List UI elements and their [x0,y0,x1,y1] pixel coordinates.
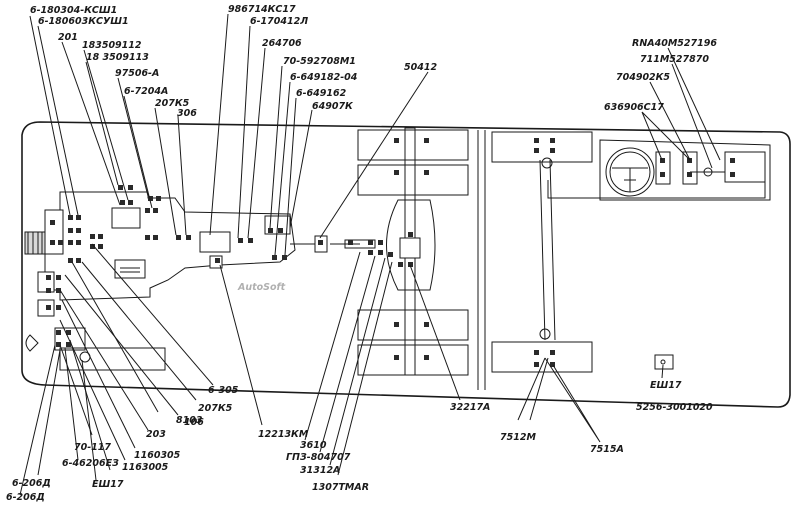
label: 31312А [300,465,340,476]
label: 32217А [450,402,490,413]
label: 64907К [312,101,354,112]
label: 6-7204А [124,86,168,97]
front-wheels [357,129,469,376]
label: 6-649162 [296,88,347,99]
label: 183509112 [82,40,142,51]
label: 7515А [590,444,624,455]
label: 1160305 [134,450,181,461]
label: 207К5 [198,403,233,414]
label: 6-170412Л [250,16,308,27]
label: 986714КС17 [228,4,296,15]
radiator [44,209,64,255]
watermark: AutoSoft [237,282,286,293]
label: 12213КМ [258,429,309,440]
label: 636906С17 [604,102,664,113]
label: 6-180304-КСШ1 [30,5,117,16]
leader-lines [19,13,721,496]
label: 306 [177,108,197,119]
label: ЕШ17 [650,380,682,391]
steering-wheel [605,147,655,197]
label: 3610 [300,440,327,451]
label: 6-206Д [6,492,45,503]
label: 711M527870 [640,54,709,65]
label: 207К5 [155,98,190,109]
grease-points [46,138,735,367]
chassis-outline [21,121,791,408]
label: 264706 [262,38,302,49]
rear-wheels [491,131,593,373]
label: 6-46206ЕЗ [62,458,119,469]
label: 5256-3001020 [636,402,713,413]
cab-floor [599,139,771,201]
front-axle-frame [386,127,436,376]
rear-frame [477,130,486,390]
label: 201 [58,32,78,43]
label: 8103 [176,415,203,426]
part-labels: 6-180304-КСШ1 6-180603КСУШ1 201 18350911… [6,4,717,503]
label: 1307ТМАR [312,482,369,493]
label: ЕШ17 [92,479,124,490]
label: 106 [184,417,204,428]
brake-drum [54,327,86,351]
label: 70-592708М1 [283,56,356,67]
label: 6-206Д [12,478,51,489]
label: 704902К5 [616,72,670,83]
label: 18 3509113 [86,52,149,63]
label: RNA40M527196 [632,38,717,49]
label: 1163005 [122,462,169,473]
front-axle [59,347,166,371]
label: 70-117 [74,442,111,453]
label: 97506-А [115,68,159,79]
label: 203 [146,429,166,440]
fan [24,231,46,255]
label: 6-649182-04 [290,72,358,83]
label: 50412 [404,62,437,73]
label: ГПЗ-804707 [286,452,351,463]
label: 7512М [500,432,536,443]
label: 6-180603КСУШ1 [38,16,129,27]
label: 6-305 [208,385,239,396]
